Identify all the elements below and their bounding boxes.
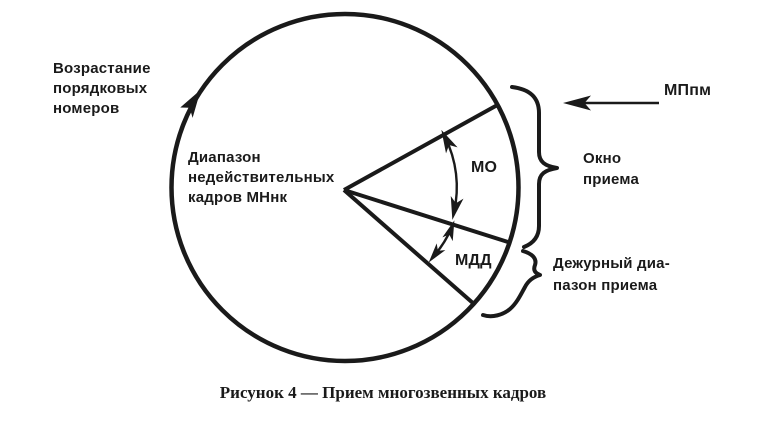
mdd-arrowhead-bottom	[428, 243, 446, 263]
duty-range-label: Дежурный диа- пазон приема	[553, 253, 670, 297]
receive-window-line1: Окно	[583, 150, 622, 167]
duty-range-line2: пазон приема	[553, 277, 658, 294]
mo-label: МО	[471, 159, 498, 176]
duty-range-brace	[481, 249, 542, 319]
duty-range-line1: Дежурный диа-	[553, 255, 670, 272]
mppm-label: МПпм	[664, 82, 712, 99]
sequence-number-circle	[169, 11, 521, 364]
increase-label: Возрастание порядковых номеров	[53, 59, 151, 119]
mo-arrowhead-bottom	[450, 195, 464, 220]
window-lower-boundary-line	[343, 188, 511, 245]
invalid-frames-line1: Диапазон	[188, 149, 261, 166]
mdd-arrowhead-top	[442, 220, 455, 242]
figure-caption: Рисунок 4 — Прием многозвенных кадров	[219, 383, 547, 402]
mdd-label: МДД	[455, 252, 492, 269]
receive-window-brace	[510, 85, 559, 249]
increase-direction-arrowhead	[180, 89, 201, 118]
increase-label-line1: Возрастание	[53, 60, 151, 77]
increase-label-line3: номеров	[53, 100, 120, 117]
invalid-frames-range-label: Диапазон недействительных кадров МНнк	[188, 148, 334, 208]
invalid-frames-line3: кадров МНнк	[188, 189, 288, 206]
mo-arrowhead-top	[441, 129, 458, 154]
invalid-frames-line2: недействительных	[188, 169, 335, 186]
duty-range-lower-boundary-line	[342, 188, 476, 306]
increase-label-line2: порядковых	[53, 80, 148, 97]
receive-window-label: Окно приема	[583, 148, 639, 190]
window-upper-boundary-line	[343, 103, 498, 192]
mppm-arrowhead	[563, 95, 591, 111]
receive-window-line2: приема	[583, 171, 640, 188]
